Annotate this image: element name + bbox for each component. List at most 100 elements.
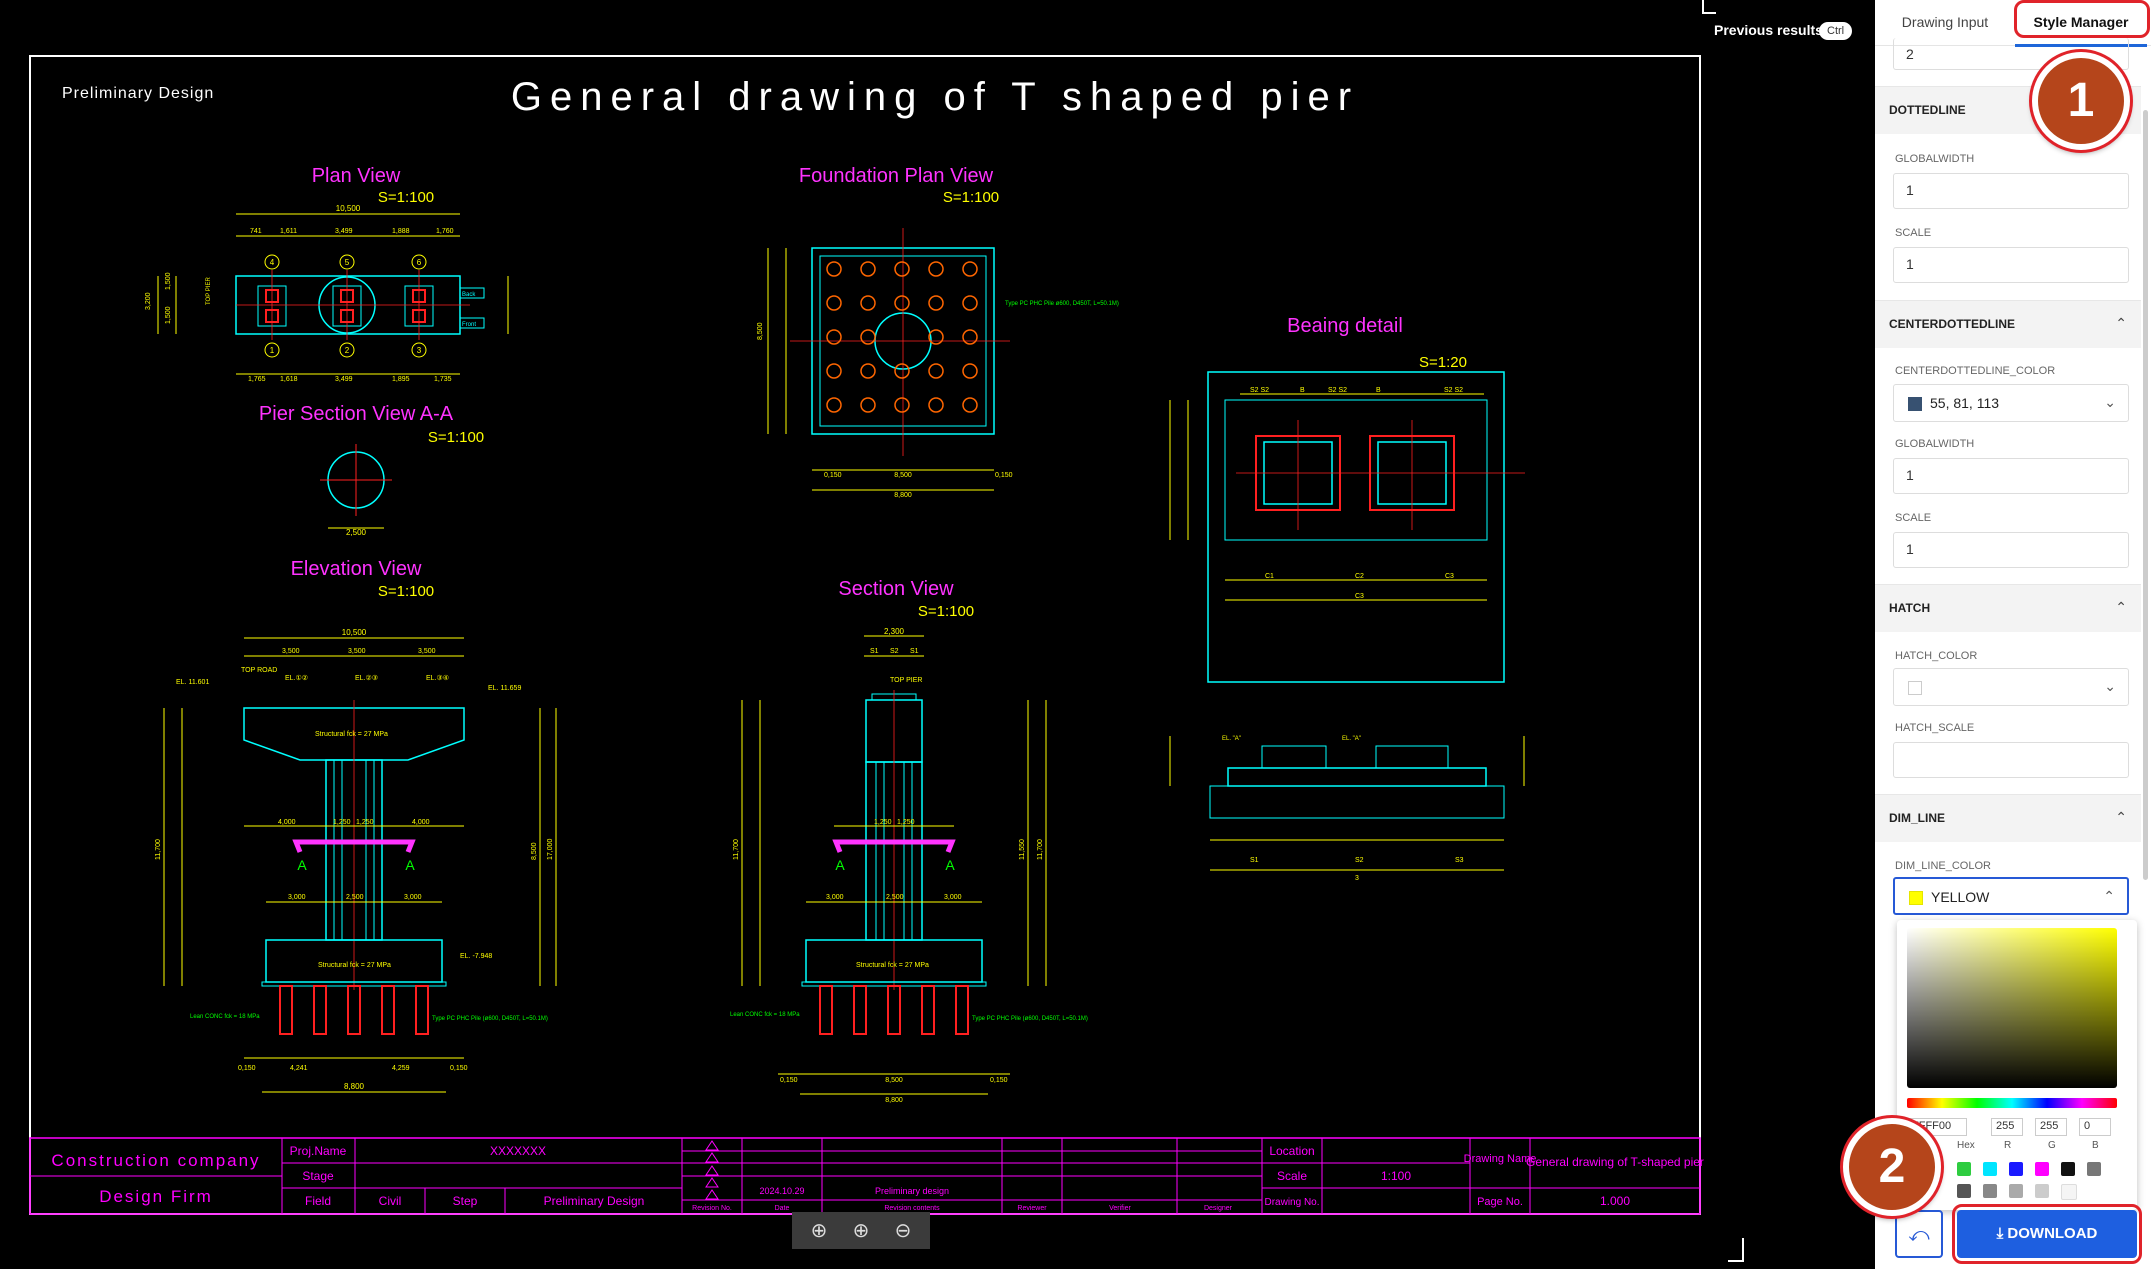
g-label: G — [2048, 1140, 2056, 1151]
tab-style-manager[interactable]: Style Manager — [2015, 0, 2147, 47]
svg-text:TOP PIER: TOP PIER — [206, 277, 212, 305]
svg-text:1,895: 1,895 — [392, 376, 410, 383]
preset-color-swatch[interactable] — [2035, 1184, 2049, 1198]
preset-color-swatch[interactable] — [2061, 1162, 2075, 1176]
preset-color-swatch[interactable] — [1983, 1184, 1997, 1198]
field-label: HATCH_SCALE — [1895, 722, 1975, 734]
zoom-out-icon[interactable]: ⊖ — [894, 1220, 912, 1242]
centerdottedline-globalwidth-input[interactable]: 1 — [1893, 458, 2129, 494]
svg-text:General drawing of T-shaped pi: General drawing of T-shaped pier — [1526, 1155, 1704, 1169]
svg-text:1,250: 1,250 — [897, 819, 915, 826]
pile-circle — [894, 295, 910, 311]
hatch-scale-input[interactable] — [1893, 742, 2129, 778]
svg-text:17,000: 17,000 — [547, 838, 554, 860]
preset-color-swatch[interactable] — [2009, 1162, 2023, 1176]
pile-circle — [962, 329, 978, 345]
chevron-up-icon[interactable]: ⌃ — [2115, 315, 2127, 331]
svg-text:Civil: Civil — [379, 1194, 402, 1208]
svg-text:0,150: 0,150 — [824, 472, 842, 479]
pile — [887, 985, 901, 1035]
saturation-area[interactable] — [1907, 928, 2117, 1088]
svg-text:1,735: 1,735 — [434, 376, 452, 383]
color-swatch — [1908, 397, 1922, 411]
top-value-field[interactable]: 2 — [1893, 38, 2129, 70]
field-label: DIM_LINE_COLOR — [1895, 860, 1991, 872]
pile — [853, 985, 867, 1035]
pile-circle — [894, 363, 910, 379]
b-input[interactable]: 0 — [2079, 1118, 2111, 1136]
previous-results-label[interactable]: Previous results — [1714, 22, 1823, 38]
pile — [381, 985, 395, 1035]
step-badge-1: 1 — [2032, 52, 2130, 150]
svg-text:TOP PIER: TOP PIER — [890, 677, 922, 684]
svg-text:C3: C3 — [1445, 573, 1454, 580]
svg-text:10,500: 10,500 — [336, 204, 361, 213]
preset-color-swatch[interactable] — [2009, 1184, 2023, 1198]
svg-text:S2 S2: S2 S2 — [1328, 387, 1347, 394]
zoom-in-icon[interactable]: ⊕ — [852, 1220, 870, 1242]
view-title-plan: Plan View — [312, 165, 401, 187]
drawing-canvas-area[interactable]: Preliminary Design General drawing of T … — [0, 0, 1875, 1269]
dottedline-scale-input[interactable]: 1 — [1893, 247, 2129, 283]
svg-text:Back: Back — [462, 292, 476, 298]
svg-text:3,000: 3,000 — [826, 894, 844, 901]
dim-line-color-select[interactable]: YELLOW ⌃ — [1893, 877, 2129, 915]
section-centerdottedline[interactable]: CENTERDOTTEDLINE ⌃ — [1875, 300, 2141, 348]
preset-color-swatch[interactable] — [2035, 1162, 2049, 1176]
preset-color-swatch[interactable] — [2087, 1162, 2101, 1176]
svg-text:3,000: 3,000 — [944, 894, 962, 901]
pile-circle — [826, 295, 842, 311]
svg-text:Proj.Name: Proj.Name — [290, 1144, 347, 1158]
panel-tabs: Drawing Input Style Manager — [1875, 0, 2151, 47]
dottedline-globalwidth-input[interactable]: 1 — [1893, 173, 2129, 209]
centerdottedline-scale-input[interactable]: 1 — [1893, 532, 2129, 568]
svg-text:0,150: 0,150 — [995, 472, 1013, 479]
svg-text:3,500: 3,500 — [348, 648, 366, 655]
svg-text:8,800: 8,800 — [344, 1082, 365, 1091]
svg-text:A: A — [297, 857, 307, 873]
pile-circle — [826, 261, 842, 277]
pile — [347, 985, 361, 1035]
svg-text:Type PC PHC Pile (ø600, D450T,: Type PC PHC Pile (ø600, D450T, L=50.1M) — [432, 1016, 548, 1022]
svg-text:2: 2 — [345, 346, 350, 355]
tab-drawing-input[interactable]: Drawing Input — [1901, 14, 1989, 30]
hue-slider[interactable] — [1907, 1098, 2117, 1108]
svg-text:A: A — [405, 857, 415, 873]
svg-text:1,765: 1,765 — [248, 376, 266, 383]
svg-text:EL. 11.659: EL. 11.659 — [488, 685, 521, 692]
svg-text:4,241: 4,241 — [290, 1065, 308, 1072]
chevron-down-icon: ⌄ — [2104, 678, 2116, 694]
bearing-detail-drawing: S2 S2 B S2 S2 B S2 S2 C1 C2 C3 C3 S1 S2 … — [1169, 371, 1525, 882]
svg-text:1,250: 1,250 — [333, 819, 351, 826]
pile — [955, 985, 969, 1035]
svg-text:3,499: 3,499 — [335, 228, 353, 235]
g-input[interactable]: 255 — [2035, 1118, 2067, 1136]
tb-firm: Design Firm — [99, 1187, 213, 1206]
pier-section-drawing: 2,500 — [320, 444, 392, 537]
section-dim-line[interactable]: DIM_LINE ⌃ — [1875, 794, 2141, 842]
section-hatch[interactable]: HATCH ⌃ — [1875, 584, 2141, 632]
r-input[interactable]: 255 — [1991, 1118, 2023, 1136]
svg-text:1,250: 1,250 — [356, 819, 374, 826]
chevron-up-icon[interactable]: ⌃ — [2115, 599, 2127, 615]
field-label: HATCH_COLOR — [1895, 650, 1978, 662]
view-scale-bearing: S=1:20 — [1419, 354, 1467, 371]
zoom-fit-icon[interactable]: ⊕ — [810, 1220, 828, 1242]
pile-circle — [860, 397, 876, 413]
panel-scrollbar[interactable] — [2143, 110, 2148, 880]
hatch-color-select[interactable]: ⌄ — [1893, 668, 2129, 706]
preset-color-swatch[interactable] — [1983, 1162, 1997, 1176]
centerdottedline-color-select[interactable]: 55, 81, 113 ⌄ — [1893, 384, 2129, 422]
download-button[interactable]: ⤓ DOWNLOAD — [1957, 1210, 2137, 1258]
undo-button[interactable]: ⤺ — [1895, 1210, 1943, 1258]
svg-text:Drawing No.: Drawing No. — [1264, 1197, 1319, 1208]
svg-text:Type PC PHC Pile ø600, D450T,: Type PC PHC Pile ø600, D450T, L=50.1M) — [1005, 301, 1119, 307]
preset-color-swatch[interactable] — [1957, 1184, 1971, 1198]
pile — [921, 985, 935, 1035]
chevron-up-icon[interactable]: ⌃ — [2115, 809, 2127, 825]
preset-color-swatch[interactable] — [1957, 1162, 1971, 1176]
preset-color-swatch[interactable] — [2061, 1184, 2077, 1200]
pile-circle — [860, 261, 876, 277]
chevron-up-icon: ⌃ — [2103, 888, 2115, 904]
svg-text:4: 4 — [270, 258, 275, 267]
